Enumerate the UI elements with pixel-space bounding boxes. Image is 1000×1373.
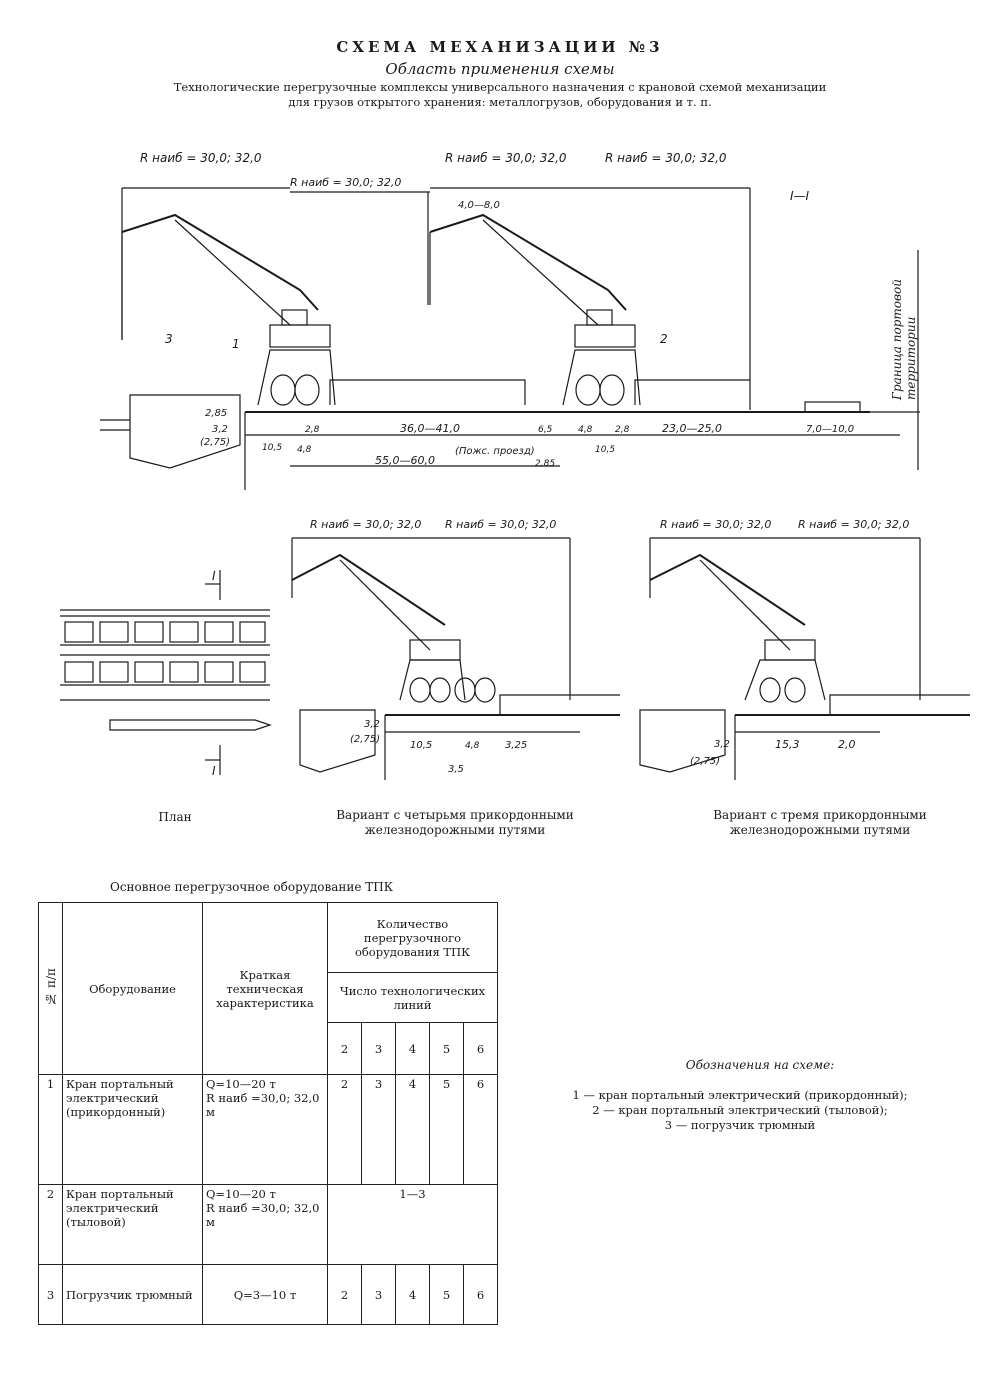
v4-radius-left: R наиб = 30,0; 32,0 bbox=[310, 518, 421, 531]
row-value: 3 bbox=[361, 1074, 396, 1185]
v3-dim-3-2: 3,2 bbox=[714, 739, 730, 750]
line-count-2: 2 bbox=[327, 1022, 362, 1075]
row-value: 4 bbox=[395, 1264, 430, 1325]
col-lines-header: Число технологических линий bbox=[327, 972, 498, 1023]
row-value: 6 bbox=[463, 1074, 498, 1185]
row-value: 4 bbox=[395, 1074, 430, 1185]
plan-drawing: I I bbox=[60, 569, 272, 778]
line-count-5: 5 bbox=[429, 1022, 464, 1075]
v4-dim-2-75: (2,75) bbox=[350, 734, 380, 745]
row-num: 1 bbox=[38, 1074, 63, 1185]
v4-dim-3-5: 3,5 bbox=[448, 764, 464, 775]
table-row: 2 Кран портальный электрический (тыловой… bbox=[38, 1184, 498, 1265]
v4-dim-3-2: 3,2 bbox=[364, 719, 380, 730]
radius-label-right: R наиб = 30,0; 32,0 bbox=[605, 151, 727, 165]
section-label: I—I bbox=[790, 189, 810, 203]
dim-23-25: 23,0—25,0 bbox=[662, 422, 722, 435]
boom-gap-label: 4,0—8,0 bbox=[458, 200, 500, 211]
variant3-drawing: R наиб = 30,0; 32,0 R наиб = 30,0; 32,0 … bbox=[639, 518, 970, 780]
row-value: 3 bbox=[361, 1264, 396, 1325]
scheme-subtitle: Область применения схемы bbox=[385, 60, 615, 78]
row-name: Кран портальный электрический (тыловой) bbox=[62, 1184, 203, 1265]
v4-dim-3-25: 3,25 bbox=[505, 740, 527, 751]
col-equipment-header: Оборудование bbox=[62, 902, 203, 1075]
dim-55-60: 55,0—60,0 bbox=[375, 454, 435, 467]
line-count-4: 4 bbox=[395, 1022, 430, 1075]
legend-item-1: 1 — кран портальный электрический (прико… bbox=[572, 1088, 908, 1102]
v3-dim-15-3: 15,3 bbox=[775, 738, 800, 751]
radius-label-mid: R наиб = 30,0; 32,0 bbox=[445, 151, 567, 165]
line-count-3: 3 bbox=[361, 1022, 396, 1075]
dim-4-8-a: 4,8 bbox=[297, 445, 312, 455]
table-row: 3 Погрузчик трюмный Q=3—10 т 2 3 4 5 6 bbox=[38, 1264, 498, 1325]
row-spec-r: R наиб =30,0; 32,0 м bbox=[206, 1201, 320, 1229]
col-qty-header: Количество перегрузочного оборудования Т… bbox=[327, 902, 498, 973]
row-value: 2 bbox=[327, 1074, 362, 1185]
plan-section-mark-top: I bbox=[212, 569, 216, 583]
dim-36-41: 36,0—41,0 bbox=[400, 422, 460, 435]
plan-caption: План bbox=[158, 810, 192, 824]
fire-passage-label: (Пожс. проезд) bbox=[455, 446, 535, 457]
row-value: 5 bbox=[429, 1074, 464, 1185]
dim-6-5: 6,5 bbox=[538, 425, 553, 435]
top-section-drawing: R наиб = 30,0; 32,0 R наиб = 30,0; 32,0 … bbox=[100, 151, 920, 490]
radius-label-span: R наиб = 30,0; 32,0 bbox=[290, 176, 401, 189]
row-merged-value: 1—3 bbox=[327, 1184, 498, 1265]
scheme-description: Технологические перегрузочные комплексы … bbox=[173, 80, 827, 109]
marker-1: 1 bbox=[232, 337, 240, 351]
dim-3-2: 3,2 bbox=[212, 424, 228, 435]
dim-7-10: 7,0—10,0 bbox=[806, 424, 854, 435]
marker-3: 3 bbox=[165, 332, 173, 346]
row-name: Погрузчик трюмный bbox=[62, 1264, 203, 1325]
row-spec-q: Q=10—20 т bbox=[206, 1077, 276, 1091]
col-spec-header: Краткая техническая характеристика bbox=[202, 902, 328, 1075]
v3-radius-left: R наиб = 30,0; 32,0 bbox=[660, 518, 771, 531]
dim-10-5-a: 10,5 bbox=[262, 443, 282, 453]
table-row: 1 Кран портальный электрический (прикорд… bbox=[38, 1074, 498, 1185]
row-value: 6 bbox=[463, 1264, 498, 1325]
radius-label-left: R наиб = 30,0; 32,0 bbox=[140, 151, 262, 165]
row-spec-q: Q=3—10 т bbox=[202, 1264, 328, 1325]
row-num: 3 bbox=[38, 1264, 63, 1325]
line-count-6: 6 bbox=[463, 1022, 498, 1075]
dim-2-85: 2,85 bbox=[205, 408, 227, 419]
variant4-caption: Вариант с четырьмя прикордонными железно… bbox=[336, 808, 574, 837]
v4-radius-right: R наиб = 30,0; 32,0 bbox=[445, 518, 556, 531]
v4-dim-10-5: 10,5 bbox=[410, 740, 432, 751]
variant4-drawing: R наиб = 30,0; 32,0 R наиб = 30,0; 32,0 … bbox=[291, 518, 620, 780]
scheme-title: СХЕМА МЕХАНИЗАЦИИ №3 bbox=[336, 38, 664, 56]
row-name: Кран портальный электрический (прикордон… bbox=[62, 1074, 203, 1185]
variant3-caption: Вариант с тремя прикордонными железнодор… bbox=[713, 808, 927, 837]
row-spec-q: Q=10—20 т bbox=[206, 1187, 276, 1201]
row-spec: Q=10—20 т R наиб =30,0; 32,0 м bbox=[202, 1184, 328, 1265]
row-num: 2 bbox=[38, 1184, 63, 1265]
row-spec-r: R наиб =30,0; 32,0 м bbox=[206, 1091, 320, 1119]
dim-2-75: (2,75) bbox=[200, 437, 230, 448]
v3-dim-2-0: 2,0 bbox=[838, 738, 856, 751]
v3-radius-right: R наиб = 30,0; 32,0 bbox=[798, 518, 909, 531]
legend-item-2: 2 — кран портальный электрический (тылов… bbox=[592, 1103, 888, 1117]
row-value: 5 bbox=[429, 1264, 464, 1325]
legend-title: Обозначения на схеме: bbox=[685, 1058, 835, 1072]
equipment-table: № п/п Оборудование Краткая техническая х… bbox=[38, 902, 498, 1325]
plan-section-mark-bottom: I bbox=[212, 764, 216, 778]
marker-2: 2 bbox=[660, 332, 668, 346]
dim-2-8-a: 2,8 bbox=[305, 425, 320, 435]
v4-dim-4-8: 4,8 bbox=[465, 741, 480, 751]
dim-2-8-b: 2,8 bbox=[615, 425, 630, 435]
boundary-label: Граница портовой территории bbox=[890, 279, 918, 400]
dim-10-5-b: 10,5 bbox=[595, 445, 615, 455]
row-value: 2 bbox=[327, 1264, 362, 1325]
v3-dim-2-75: (2,75) bbox=[690, 756, 720, 767]
row-spec: Q=10—20 т R наиб =30,0; 32,0 м bbox=[202, 1074, 328, 1185]
dim-4-8-b: 4,8 bbox=[578, 425, 593, 435]
table-title: Основное перегрузочное оборудование ТПК bbox=[110, 880, 394, 894]
legend: 1 — кран портальный электрический (прико… bbox=[520, 1088, 960, 1133]
col-num-header: № п/п bbox=[38, 902, 63, 1075]
legend-item-3: 3 — погрузчик трюмный bbox=[664, 1118, 816, 1132]
dim-2-85-b: 2,85 bbox=[535, 459, 555, 469]
